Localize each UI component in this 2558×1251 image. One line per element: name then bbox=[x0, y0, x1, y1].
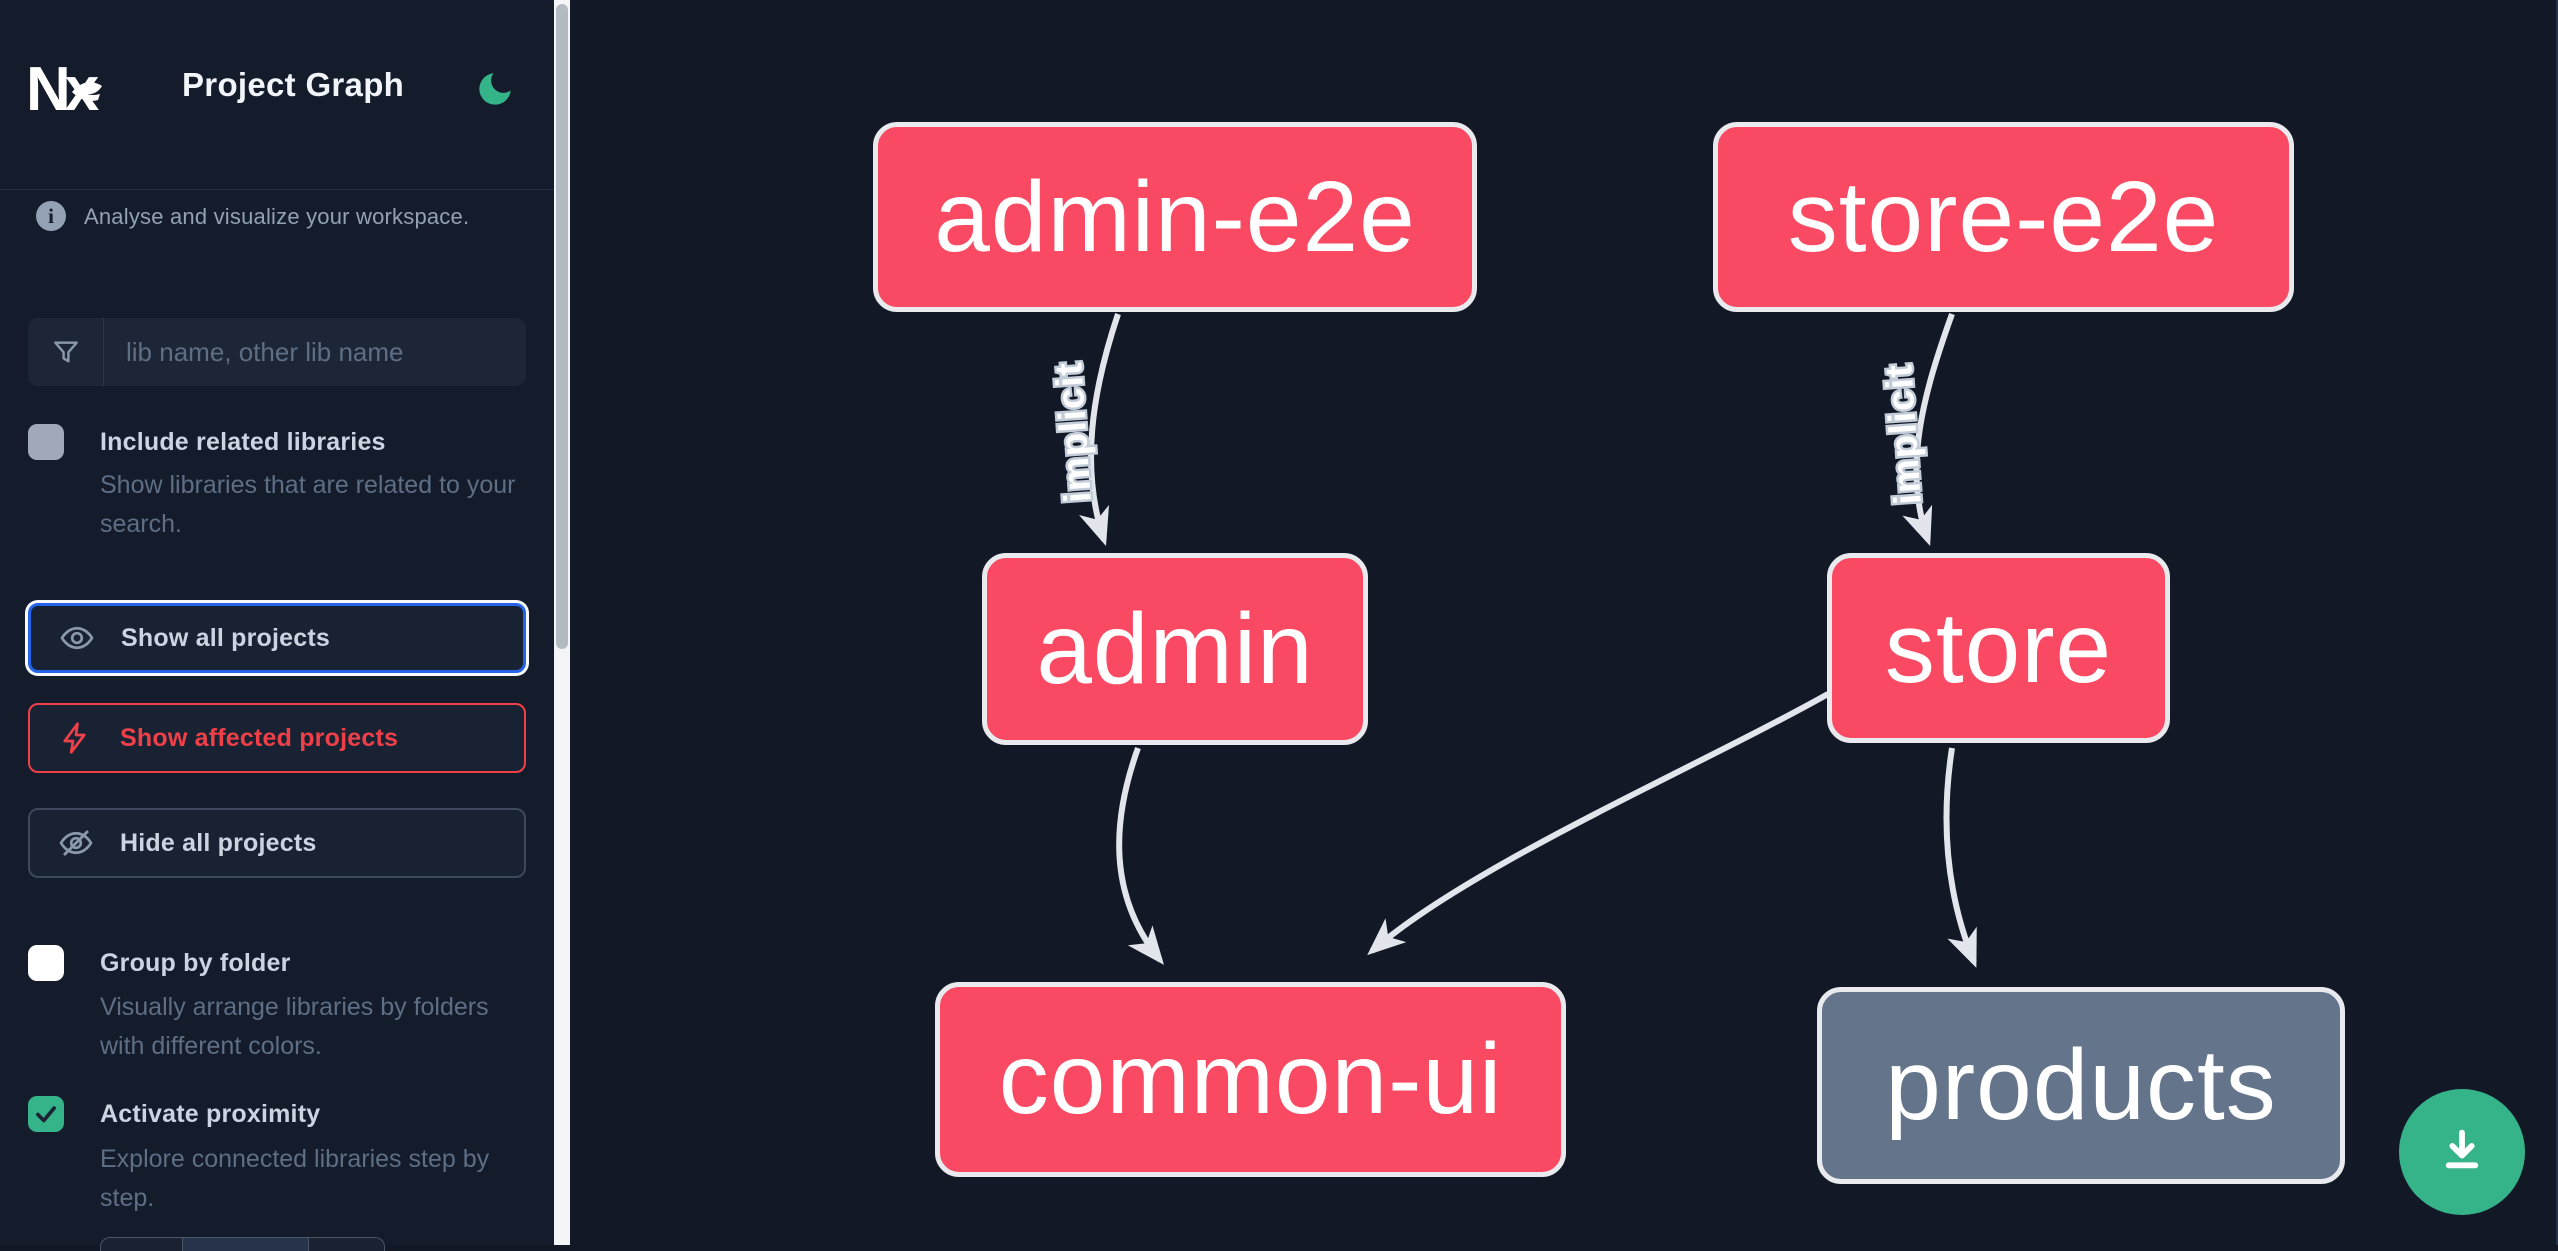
download-graph-button[interactable] bbox=[2399, 1089, 2525, 1215]
edge-store-common-ui[interactable] bbox=[1367, 691, 1830, 956]
search-input[interactable] bbox=[104, 318, 526, 386]
stepper-value bbox=[183, 1237, 308, 1251]
edge-store-e2e-store[interactable] bbox=[1902, 312, 1955, 546]
eye-icon bbox=[60, 626, 94, 650]
nx-logo-swoosh bbox=[72, 82, 102, 101]
checkbox-activate-proximity[interactable] bbox=[28, 1096, 64, 1132]
page-title: Project Graph bbox=[182, 66, 405, 103]
proximity-stepper[interactable] bbox=[100, 1237, 385, 1251]
stepper-decrement[interactable] bbox=[100, 1237, 183, 1251]
graph-edges: implicit implicit bbox=[1046, 312, 1977, 968]
node-products[interactable]: products bbox=[1817, 987, 2345, 1184]
node-admin-e2e[interactable]: admin-e2e bbox=[873, 122, 1477, 312]
hide-all-projects-button[interactable]: Hide all projects bbox=[28, 808, 526, 878]
nx-logo: Nx bbox=[28, 55, 106, 124]
option-label: Include related libraries bbox=[100, 428, 386, 456]
option-description: Explore connected libraries step by step… bbox=[100, 1145, 490, 1212]
sidebar-scrollbar-track[interactable] bbox=[554, 0, 570, 1245]
download-icon bbox=[2445, 1129, 2479, 1169]
check-icon bbox=[36, 1106, 56, 1123]
edge-label-implicit: implicit bbox=[1048, 360, 1100, 504]
bolt-icon bbox=[63, 722, 86, 754]
moon-icon bbox=[479, 73, 511, 105]
button-label: Show all projects bbox=[121, 623, 331, 652]
filter-icon bbox=[53, 341, 78, 363]
option-label: Group by folder bbox=[100, 949, 291, 977]
search-box bbox=[28, 318, 526, 386]
info-icon: i bbox=[36, 201, 66, 231]
eye-off-icon bbox=[59, 830, 93, 856]
node-store-e2e[interactable]: store-e2e bbox=[1713, 122, 2294, 312]
option-label: Activate proximity bbox=[100, 1100, 321, 1128]
checkbox-include-related[interactable] bbox=[28, 424, 64, 460]
sidebar-scrollbar-thumb[interactable] bbox=[556, 4, 568, 649]
project-graph-canvas[interactable]: implicit implicit admin-e2e store-e2e ad… bbox=[570, 0, 2558, 1245]
option-description: Visually arrange libraries by folders wi… bbox=[100, 993, 489, 1060]
button-label: Hide all projects bbox=[120, 828, 317, 857]
edge-label-implicit: implicit bbox=[1878, 362, 1930, 506]
show-affected-projects-button[interactable]: Show affected projects bbox=[28, 703, 526, 773]
tagline: Analyse and visualize your workspace. bbox=[84, 204, 470, 229]
edge-admin-e2e-admin[interactable] bbox=[1078, 313, 1121, 547]
edge-admin-common-ui[interactable] bbox=[1116, 746, 1164, 965]
header-divider bbox=[0, 189, 554, 190]
option-description: Show libraries that are related to your … bbox=[100, 471, 516, 538]
stepper-increment[interactable] bbox=[308, 1237, 385, 1251]
sidebar: Nx Project Graph i Analyse and visualize… bbox=[0, 0, 554, 1251]
node-admin[interactable]: admin bbox=[982, 553, 1368, 745]
filter-icon-cell bbox=[28, 318, 104, 386]
node-common-ui[interactable]: common-ui bbox=[935, 982, 1566, 1177]
show-all-projects-button[interactable]: Show all projects bbox=[28, 603, 526, 673]
checkbox-group-by-folder[interactable] bbox=[28, 945, 64, 981]
edge-store-products[interactable] bbox=[1943, 747, 1977, 968]
node-store[interactable]: store bbox=[1827, 553, 2170, 743]
button-label: Show affected projects bbox=[120, 723, 399, 752]
dark-mode-toggle[interactable] bbox=[474, 68, 516, 110]
